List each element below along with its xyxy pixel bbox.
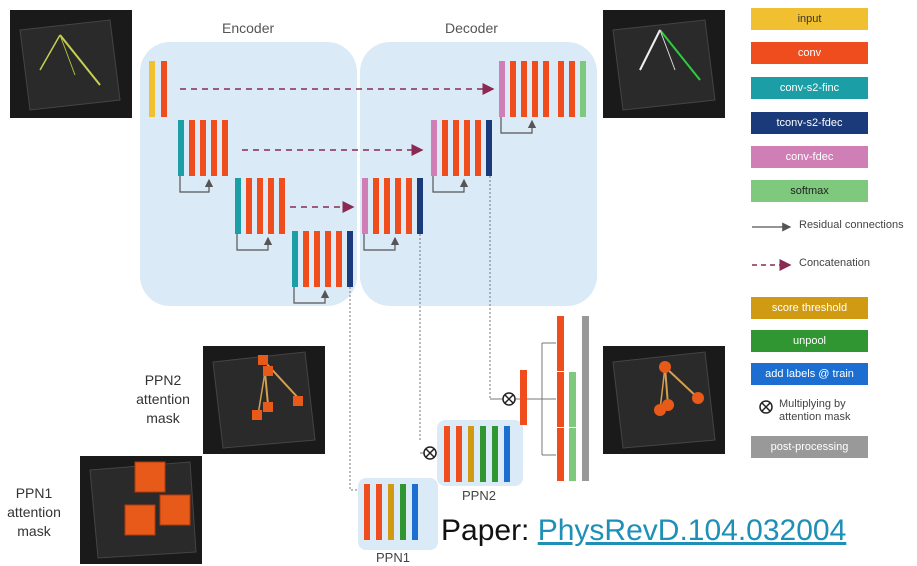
- multiply-symbol-ppn2: [423, 446, 437, 460]
- event-image-ppn-output: [603, 346, 725, 454]
- paper-prefix: Paper:: [441, 514, 538, 547]
- ppn1-mask-label: PPN1 attention mask: [7, 485, 61, 539]
- ppn1-connector: [349, 287, 362, 491]
- encoder-title: Encoder: [222, 20, 275, 36]
- decoder-level-1: [499, 61, 586, 134]
- legend-concat: Concatenation: [799, 257, 870, 269]
- encoder-panel: [140, 42, 357, 306]
- legend-score-threshold: score threshold: [751, 297, 868, 319]
- multiply-symbol-final: [502, 392, 516, 406]
- legend-tconv-s2-fdec: tconv-s2-fdec: [751, 112, 868, 134]
- encoder-level-3: [235, 178, 285, 251]
- legend-multiply: Multiplying by attention mask: [779, 398, 851, 423]
- ppn1-block: [358, 478, 438, 550]
- legend-conv-fdec: conv-fdec: [751, 146, 868, 168]
- ppn2-mask-label: PPN2 attention mask: [136, 372, 190, 426]
- legend-post-processing: post-processing: [751, 436, 868, 458]
- legend-unpool: unpool: [751, 330, 868, 352]
- event-image-ppn2-mask: [203, 346, 325, 454]
- encoder-level-4: [292, 231, 353, 304]
- legend-input: input: [751, 8, 868, 30]
- final-ppn-head: [520, 316, 589, 481]
- decoder-level-3: [362, 178, 423, 251]
- event-image-ppn1-mask: [80, 456, 202, 564]
- event-image-output: [603, 10, 725, 118]
- legend-conv-s2-finc: conv-s2-finc: [751, 77, 868, 99]
- ppn2-label: PPN2: [462, 488, 496, 503]
- event-image-input: [10, 10, 132, 118]
- paper-link[interactable]: PhysRevD.104.032004: [537, 514, 847, 547]
- decoder-title: Decoder: [445, 20, 498, 36]
- encoder-level-1: [149, 61, 167, 117]
- legend-residual: Residual connections: [799, 219, 904, 231]
- legend-add-labels: add labels @ train: [751, 363, 868, 385]
- paper-reference: Paper: PhysRevD.104.032004: [441, 514, 846, 548]
- legend-multiply-icon: [759, 400, 773, 414]
- legend-softmax: softmax: [751, 180, 868, 202]
- decoder-level-2: [431, 120, 492, 193]
- ppn2-block: [437, 420, 523, 486]
- ppn1-label: PPN1: [376, 550, 410, 565]
- legend-conv: conv: [751, 42, 868, 64]
- encoder-level-2: [178, 120, 228, 193]
